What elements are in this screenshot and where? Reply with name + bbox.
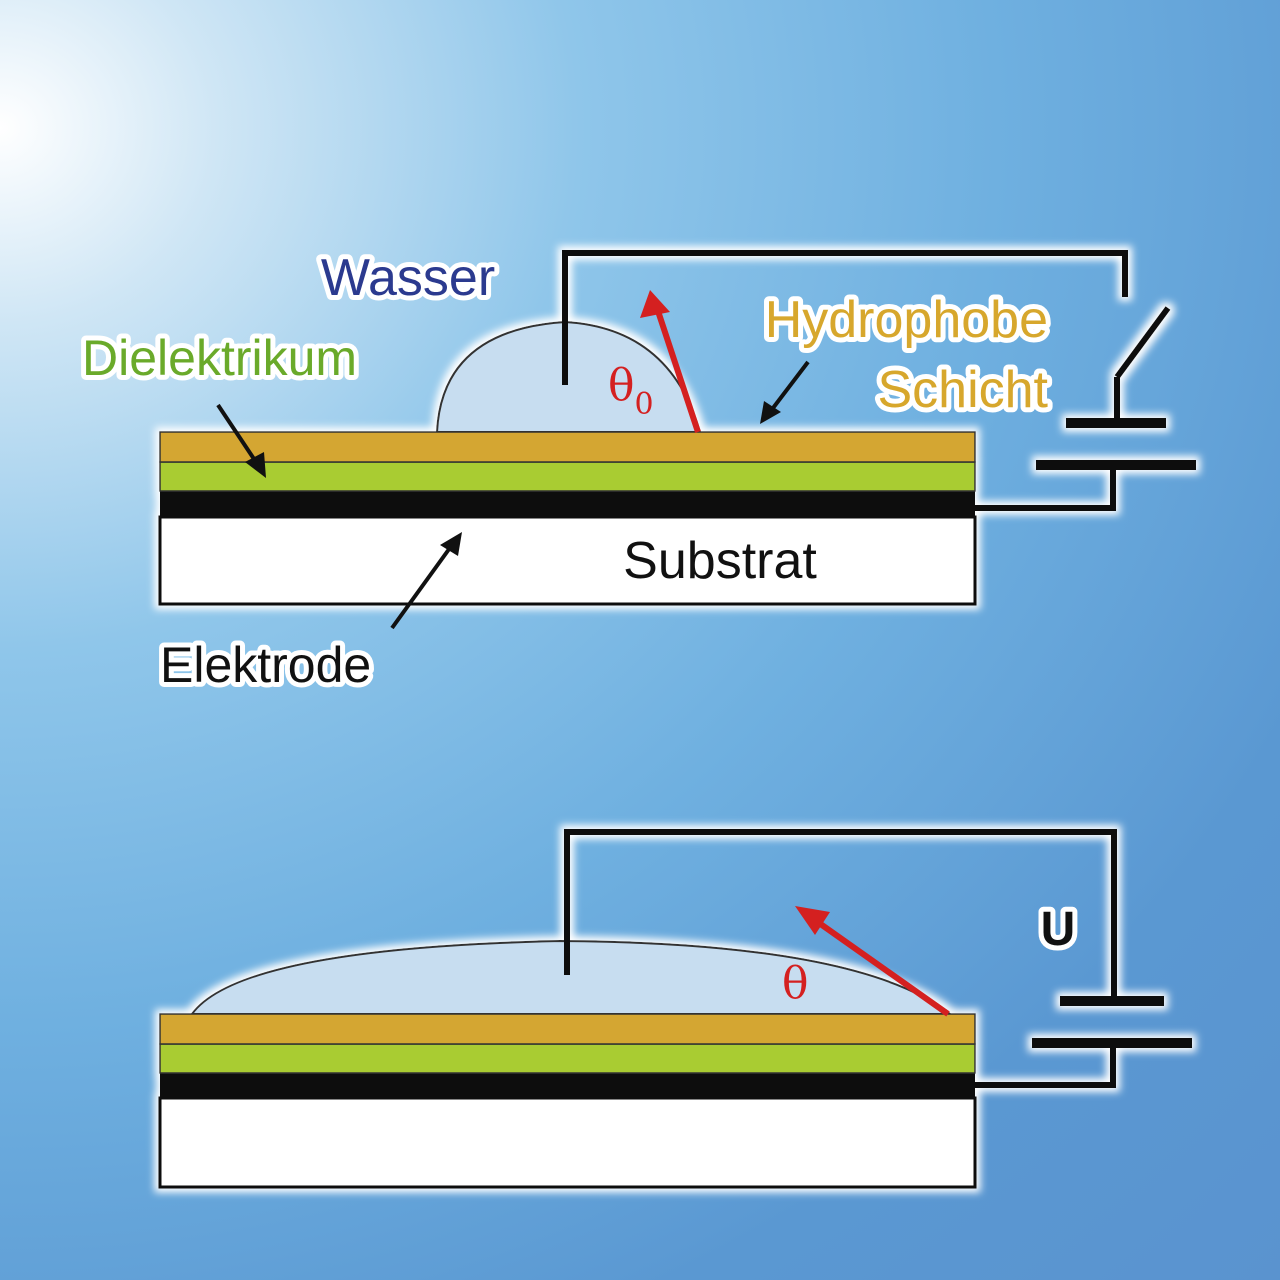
top-pointer-arrows (216, 360, 810, 630)
top-angle-symbol: θ (608, 360, 635, 411)
top-dielectric-layer (159, 461, 976, 492)
hydrophobic-label-line1: Hydrophobe (765, 291, 1048, 349)
top-angle-subscript: 0 (635, 387, 654, 422)
substrate-label: Substrat (623, 532, 817, 590)
bottom-battery-wire (975, 1048, 1116, 1088)
top-electrode-layer (160, 491, 975, 517)
bottom-water-drop (190, 939, 953, 1015)
bottom-diagram: θ U (158, 829, 1192, 1189)
top-substrate (158, 515, 977, 606)
bottom-electrode-layer (160, 1073, 975, 1098)
water-label: Wasser (321, 249, 495, 307)
electrode-label: Elektrode (160, 637, 371, 693)
bottom-substrate (158, 1096, 977, 1189)
top-water-drop (435, 320, 702, 433)
bottom-contact-angle-arrowhead (795, 906, 830, 935)
top-contact-angle-arrowhead (640, 290, 670, 318)
top-switch (1114, 306, 1171, 379)
bottom-angle-label: θ (782, 958, 809, 1009)
dielectric-label: Dielektrikum (82, 330, 357, 386)
top-contact-angle-arrow (652, 300, 701, 433)
top-angle-label: θ0 (608, 360, 654, 422)
bottom-contact-angle-arrow (810, 915, 950, 1017)
top-battery-wire (975, 470, 1116, 511)
top-hydrophobic-layer (159, 431, 976, 463)
hydrophobic-label-line2: Schicht (877, 361, 1048, 419)
top-diagram: Wasser Dielektrikum Hydrophobe Schicht S… (77, 244, 1196, 698)
bottom-hydrophobic-layer (159, 1013, 976, 1045)
voltage-label: U (1041, 903, 1076, 956)
bottom-dielectric-layer (159, 1043, 976, 1074)
